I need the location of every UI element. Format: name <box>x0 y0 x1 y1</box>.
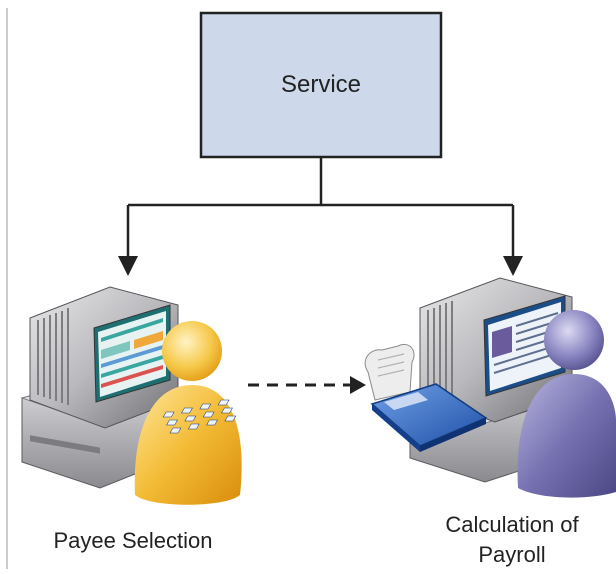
receipt-tape-icon <box>364 344 415 401</box>
service-label: Service <box>281 71 361 98</box>
service-box <box>199 11 443 159</box>
person-icon <box>517 310 616 498</box>
calculator-icon <box>162 383 488 452</box>
payee-selection-label: Payee Selection <box>53 528 213 553</box>
person-icon <box>134 321 242 505</box>
calculation-of-payroll-label-line1: Calculation of <box>445 512 579 537</box>
dashed-arrowhead <box>350 376 366 394</box>
calculation-of-payroll-label-line2: Payroll <box>478 542 546 567</box>
arrowhead-right <box>503 256 523 276</box>
arrowhead-left <box>118 256 138 276</box>
connector-tree <box>126 158 515 258</box>
